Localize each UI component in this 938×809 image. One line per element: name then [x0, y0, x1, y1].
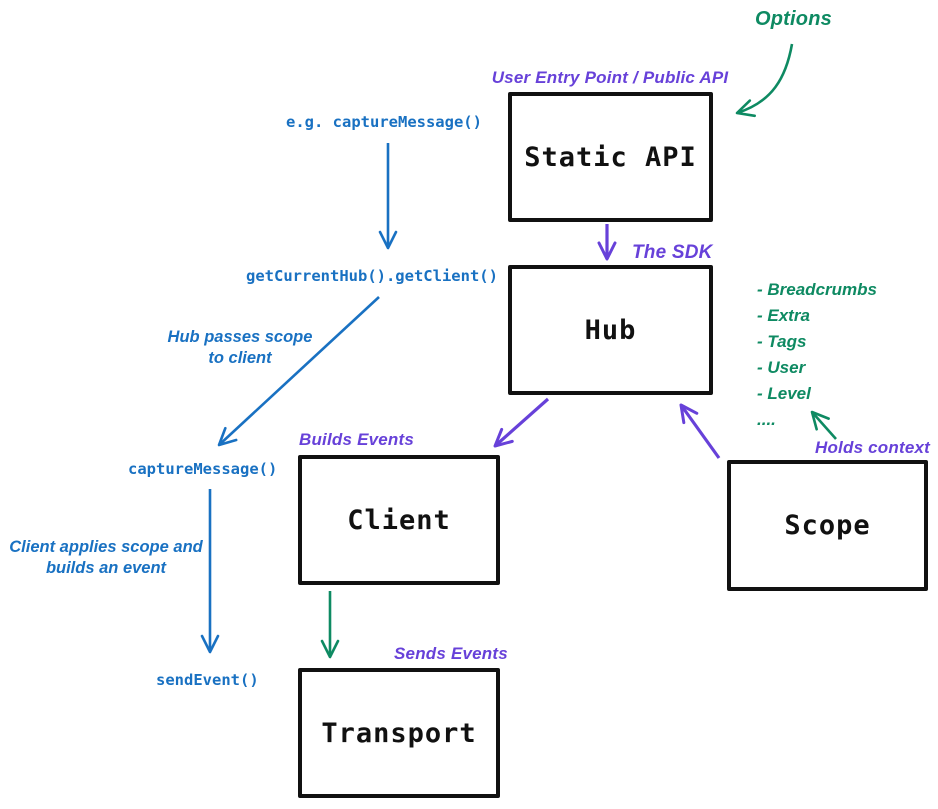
- annotation-sendevent: sendEvent(): [156, 671, 259, 689]
- annotation-example-capturemessage: e.g. captureMessage(): [286, 113, 482, 131]
- annotation-user-entry-point: User Entry Point / Public API: [491, 68, 729, 87]
- client-box: Client: [298, 455, 500, 585]
- static-api-box: Static API: [508, 92, 713, 222]
- list-item: - Extra: [757, 306, 810, 325]
- annotation-line: to client: [208, 349, 272, 367]
- list-item: - Breadcrumbs: [757, 280, 877, 299]
- list-item: ....: [757, 410, 776, 429]
- transport-label: Transport: [321, 717, 477, 749]
- annotation-holds-context: Holds context: [815, 438, 931, 457]
- hub-label: Hub: [584, 314, 637, 346]
- annotation-the-sdk: The SDK: [632, 242, 713, 263]
- list-item: - Level: [757, 384, 811, 403]
- arrow-getclient-to-capturemessage: [217, 296, 380, 447]
- annotation-line: Hub passes scope: [167, 328, 313, 346]
- scope-box: Scope: [727, 460, 928, 591]
- annotation-hub-passes-scope: Hub passes scope to client: [150, 327, 330, 369]
- annotation-sends-events: Sends Events: [394, 644, 508, 663]
- annotation-client-applies-scope: Client applies scope and builds an event: [0, 537, 212, 579]
- annotation-line: Client applies scope and: [9, 538, 203, 556]
- list-item: - User: [757, 358, 806, 377]
- arrow-hub-to-client: [493, 397, 550, 448]
- hub-box: Hub: [508, 265, 713, 395]
- transport-box: Transport: [298, 668, 500, 798]
- annotation-getcurrenthub-getclient: getCurrentHub().getClient(): [246, 267, 498, 285]
- scope-label: Scope: [784, 510, 871, 541]
- client-label: Client: [347, 504, 451, 536]
- scope-context-list: - Breadcrumbs - Extra - Tags - User - Le…: [757, 277, 877, 433]
- annotation-capturemessage: captureMessage(): [128, 460, 278, 478]
- list-item: - Tags: [757, 332, 807, 351]
- annotation-options: Options: [755, 8, 832, 30]
- arrow-scope-to-hub: [679, 403, 721, 459]
- annotation-builds-events: Builds Events: [299, 430, 415, 449]
- annotation-line: builds an event: [45, 559, 167, 577]
- static-api-label: Static API: [524, 141, 697, 173]
